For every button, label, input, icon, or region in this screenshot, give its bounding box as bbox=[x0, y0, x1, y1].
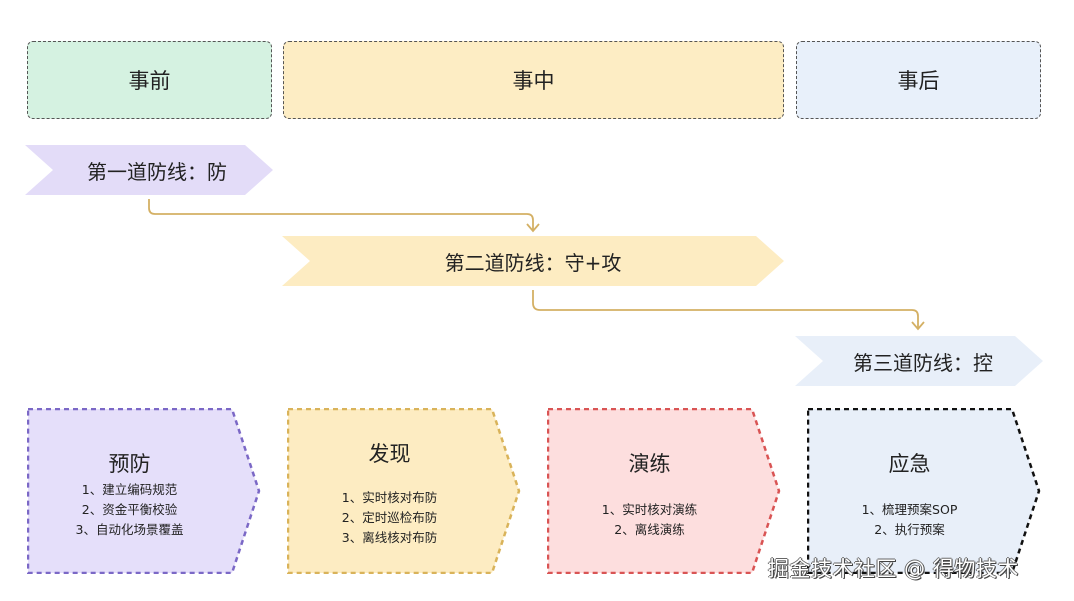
defense-line-1: 第一道防线：防 bbox=[25, 145, 273, 195]
defense-line-1-label: 第一道防线：防 bbox=[87, 159, 227, 184]
watermark: 掘金技术社区 @ 得物技术 bbox=[768, 557, 1019, 581]
card-title: 发现 bbox=[368, 442, 411, 466]
defense-line-2: 第二道防线：守+攻 bbox=[282, 236, 784, 286]
card-shape bbox=[287, 408, 521, 574]
phase-during: 事中 bbox=[283, 41, 784, 119]
phase-after-label: 事后 bbox=[897, 69, 940, 93]
card-item: 2、执行预案 bbox=[874, 522, 945, 537]
card-item: 2、资金平衡校验 bbox=[81, 502, 178, 517]
card-item: 1、梳理预案SOP bbox=[861, 502, 958, 517]
card-drill: 演练 1、实时核对演练 2、离线演练 bbox=[547, 408, 781, 574]
phase-before: 事前 bbox=[27, 41, 272, 119]
card-emergency: 应急 1、梳理预案SOP 2、执行预案 bbox=[807, 408, 1041, 574]
card-shape bbox=[27, 408, 261, 574]
card-item: 1、实时核对布防 bbox=[341, 490, 438, 505]
card-item: 1、建立编码规范 bbox=[81, 482, 178, 497]
arrow-line-1-to-2 bbox=[148, 199, 534, 230]
ribbon-shape bbox=[795, 336, 1043, 386]
card-item: 3、离线核对布防 bbox=[341, 530, 438, 545]
arrow-head-icon bbox=[526, 223, 540, 233]
ribbon-shape bbox=[25, 145, 273, 195]
card-item: 2、离线演练 bbox=[614, 522, 685, 537]
card-items: 1、实时核对布防 2、定时巡检布防 3、离线核对布防 bbox=[287, 488, 492, 548]
card-title: 预防 bbox=[108, 452, 151, 476]
defense-line-3: 第三道防线：控 bbox=[795, 336, 1043, 386]
card-title: 演练 bbox=[628, 452, 671, 476]
card-item: 3、自动化场景覆盖 bbox=[75, 522, 184, 537]
card-shape bbox=[807, 408, 1041, 574]
phase-during-label: 事中 bbox=[512, 69, 555, 93]
defense-line-2-label: 第二道防线：守+攻 bbox=[444, 250, 622, 275]
arrow-head-icon bbox=[911, 321, 925, 331]
card-shape bbox=[547, 408, 781, 574]
card-items: 1、实时核对演练 2、离线演练 bbox=[547, 500, 752, 540]
phase-after: 事后 bbox=[796, 41, 1041, 119]
phase-before-label: 事前 bbox=[128, 69, 171, 93]
card-prevention: 预防 1、建立编码规范 2、资金平衡校验 3、自动化场景覆盖 bbox=[27, 408, 261, 574]
arrow-line-2-to-3 bbox=[532, 290, 919, 328]
card-title: 应急 bbox=[888, 452, 931, 476]
card-detection: 发现 1、实时核对布防 2、定时巡检布防 3、离线核对布防 bbox=[287, 408, 521, 574]
card-item: 2、定时巡检布防 bbox=[341, 510, 438, 525]
card-items: 1、建立编码规范 2、资金平衡校验 3、自动化场景覆盖 bbox=[27, 480, 232, 540]
ribbon-shape bbox=[282, 236, 784, 286]
card-items: 1、梳理预案SOP 2、执行预案 bbox=[807, 500, 1012, 540]
card-item: 1、实时核对演练 bbox=[601, 502, 698, 517]
defense-line-3-label: 第三道防线：控 bbox=[853, 350, 993, 375]
